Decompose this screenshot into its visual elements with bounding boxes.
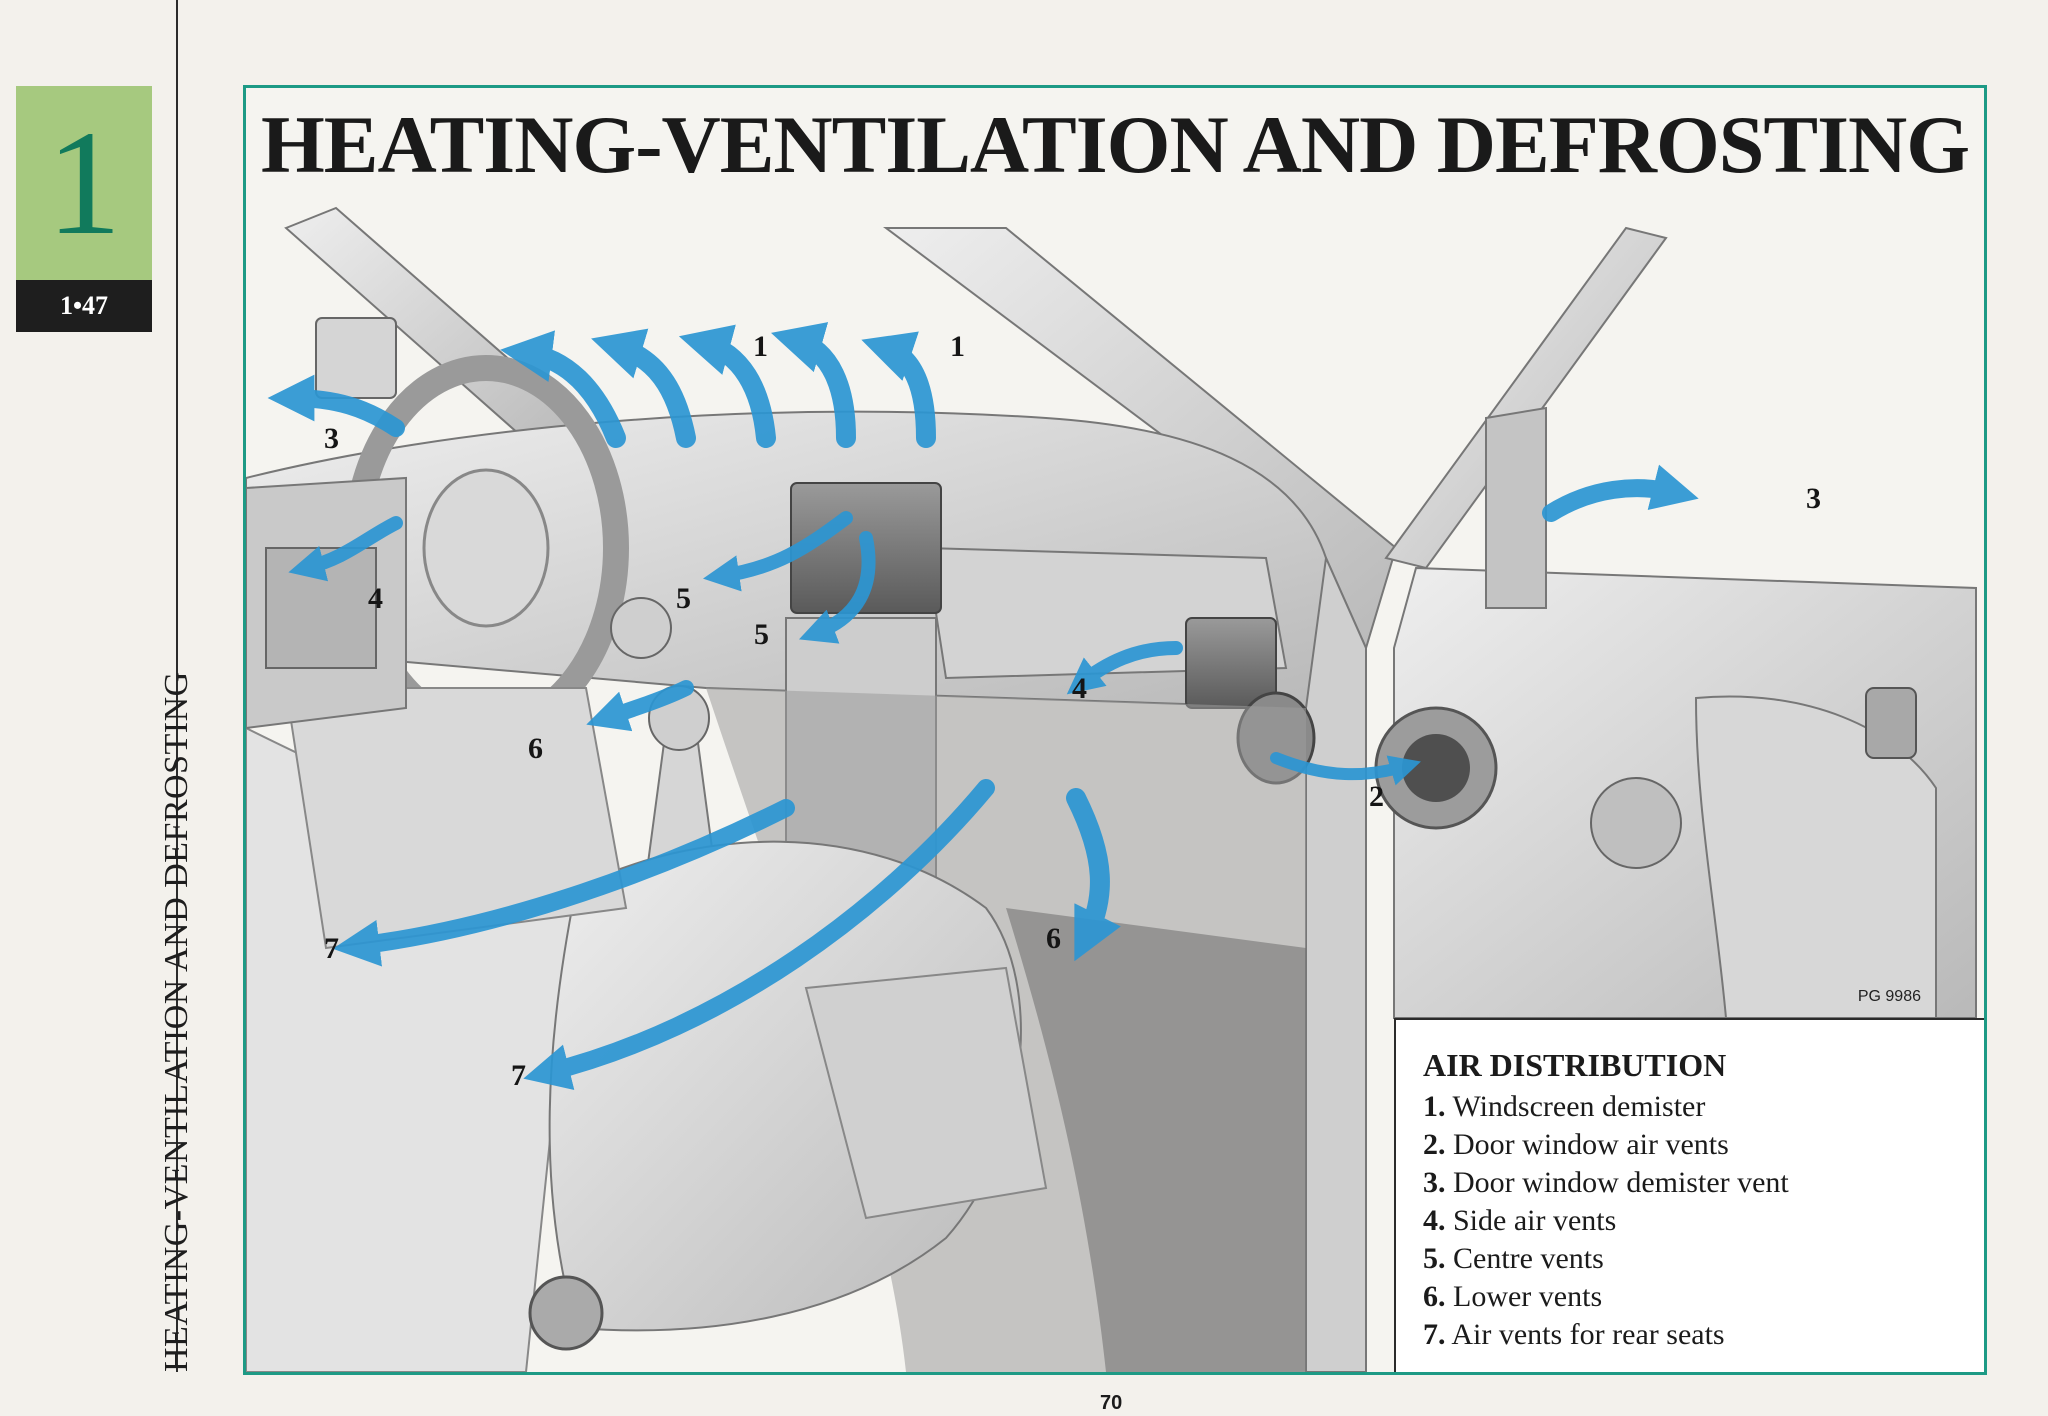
callout-4b: 4 [1072,672,1087,705]
legend-item-number: 6. [1423,1280,1446,1313]
legend-item-text: Windscreen demister [1452,1090,1706,1123]
legend-item-text: Air vents for rear seats [1451,1318,1725,1351]
callout-6a: 6 [528,732,543,765]
page-title: HEATING-VENTILATION AND DEFROSTING [260,99,1970,190]
callout-4a: 4 [368,582,383,615]
figure-reference: PG 9986 [1858,988,1921,1005]
car-interior-illustration: 1 1 3 3 4 5 5 4 2 6 6 7 7 PG 9986 [246,206,1977,1372]
callout-7a: 7 [324,932,339,965]
legend-item-text: Door window air vents [1453,1128,1729,1161]
callout-3b: 3 [1806,482,1821,515]
legend-title: AIR DISTRIBUTION [1423,1047,1727,1083]
legend-item-text: Side air vents [1453,1204,1617,1237]
front-seat [246,687,1048,1372]
callout-7b: 7 [511,1059,526,1092]
legend-item-text: Door window demister vent [1453,1166,1789,1199]
legend-item: 7. Air vents for rear seats [1423,1316,1984,1354]
callout-5a: 5 [676,582,691,615]
legend-item: 1. Windscreen demister [1423,1088,1984,1126]
page-number: 70 [1100,1392,1123,1414]
callout-labels: 1 1 3 3 4 5 5 4 2 6 6 7 7 [324,330,1821,1092]
chapter-tab-green [16,86,152,280]
legend-item-number: 5. [1423,1242,1446,1275]
callout-1a: 1 [753,330,768,363]
legend-item-text: Centre vents [1453,1242,1604,1275]
chapter-tab: 1 1•47 [16,86,152,332]
chapter-number: 1 [46,100,122,266]
callout-3a: 3 [324,422,339,455]
legend-item-number: 3. [1423,1166,1446,1199]
open-door [1374,226,1977,1019]
callout-6b: 6 [1046,922,1061,955]
callout-5b: 5 [754,618,769,651]
legend-item: 5. Centre vents [1423,1240,1984,1278]
legend-item-number: 1. [1423,1090,1446,1123]
chapter-section-ref: 1•47 [16,280,152,332]
legend-item-number: 2. [1423,1128,1446,1161]
airflow-arrows [267,322,1699,1091]
callout-1b: 1 [950,330,965,363]
legend-item: 4. Side air vents [1423,1202,1984,1240]
legend-item-number: 7. [1423,1318,1446,1351]
figure-panel: 1 1 3 3 4 5 5 4 2 6 6 7 7 PG 9986 HEATIN… [243,85,1987,1375]
legend-item-number: 4. [1423,1204,1446,1237]
callout-2: 2 [1369,780,1384,813]
legend-item: 3. Door window demister vent [1423,1164,1984,1202]
legend-list: 1. Windscreen demister 2. Door window ai… [1423,1088,1984,1354]
legend-item: 2. Door window air vents [1423,1126,1984,1164]
side-section-title: HEATING-VENTILATION AND DEFROSTING [158,671,195,1372]
air-distribution-legend: AIR DISTRIBUTION 1. Windscreen demister … [1394,1018,1984,1372]
legend-item: 6. Lower vents [1423,1278,1984,1316]
margin-rule [176,0,178,1372]
legend-item-text: Lower vents [1453,1280,1603,1313]
